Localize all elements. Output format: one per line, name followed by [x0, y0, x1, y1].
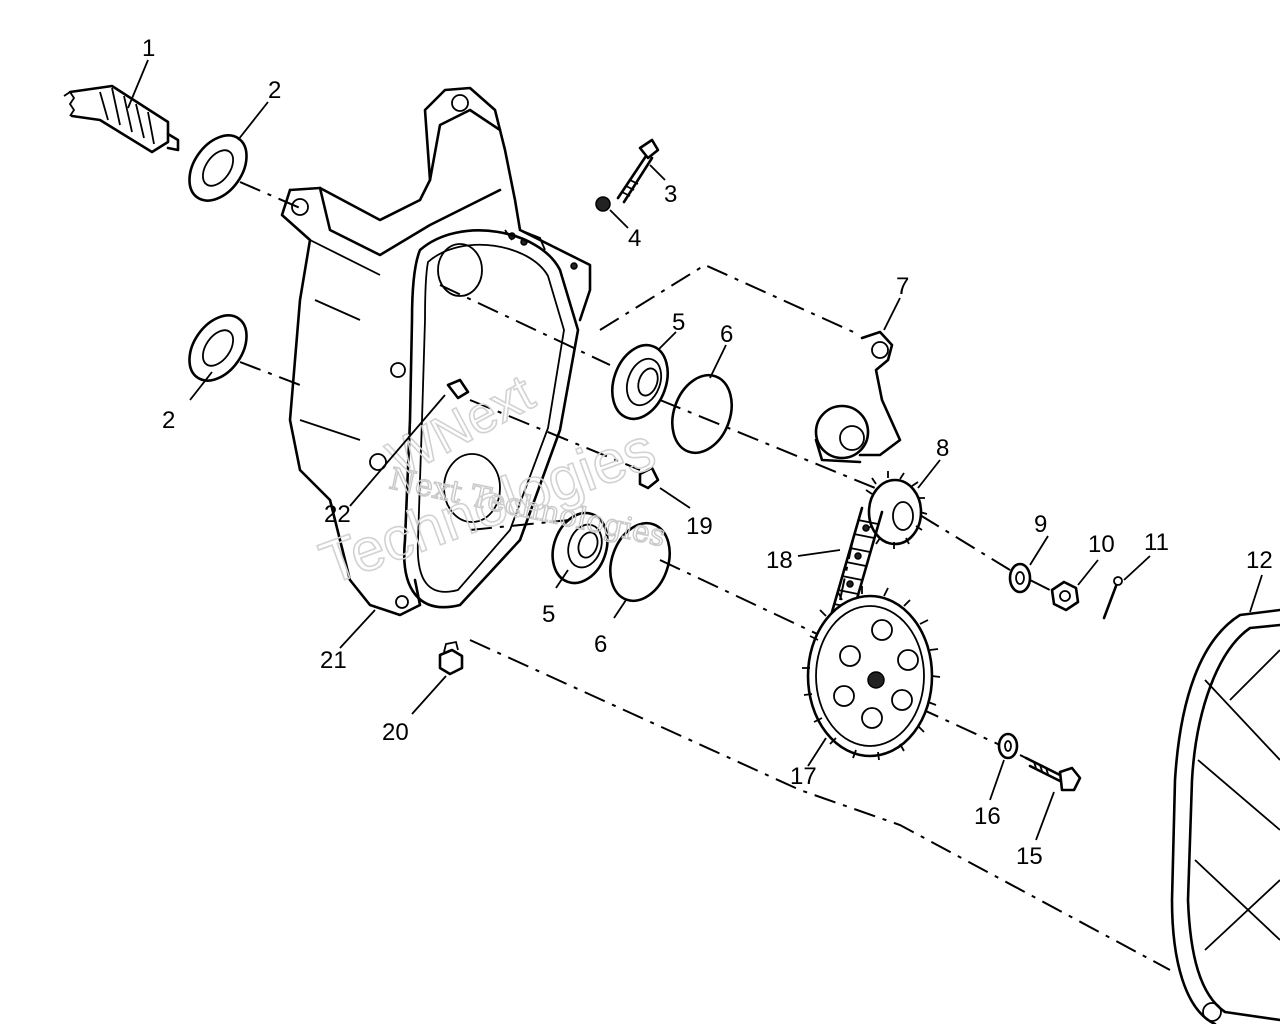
- snap-ring-upper: [671, 373, 733, 455]
- callout-labels: 1 2 2 3 4 5 5 6 6 7 8 9 10 11 12 15 16 1…: [142, 35, 1273, 870]
- callout-2-lower: 2: [162, 407, 175, 434]
- callout-2-upper: 2: [268, 77, 281, 104]
- callout-6-lower: 6: [594, 631, 607, 658]
- chaincase-housing: [280, 86, 592, 617]
- callout-5-lower: 5: [542, 601, 555, 628]
- callout-22: 22: [324, 501, 351, 528]
- plug-19: [638, 466, 660, 490]
- washer-upper: [1008, 562, 1032, 594]
- callout-12: 12: [1246, 547, 1273, 574]
- callout-21: 21: [320, 647, 347, 674]
- callout-18: 18: [766, 547, 793, 574]
- callout-16: 16: [974, 803, 1001, 830]
- adjuster-bolt: [616, 138, 660, 204]
- lower-sprocket: [802, 586, 941, 761]
- callout-1: 1: [142, 35, 155, 62]
- bearing-upper: [611, 343, 669, 421]
- hex-nut: [1050, 580, 1080, 612]
- callout-8: 8: [936, 435, 949, 462]
- callout-7: 7: [896, 273, 909, 300]
- cover-bolt: [1024, 756, 1082, 792]
- callout-11: 11: [1144, 529, 1169, 556]
- snap-ring-lower: [609, 521, 671, 603]
- upper-sprocket: [865, 471, 928, 549]
- leader-lines: [127, 59, 1263, 841]
- drain-plug-20: [438, 640, 464, 676]
- callout-17: 17: [790, 763, 817, 790]
- splined-shaft-part: [63, 84, 180, 154]
- callout-4: 4: [628, 225, 641, 252]
- washer-lower: [997, 732, 1019, 760]
- callout-10: 10: [1088, 531, 1115, 558]
- assembly-axis-lines: [239, 181, 1171, 971]
- bearing-lower: [551, 511, 609, 585]
- callout-5-upper: 5: [672, 309, 685, 336]
- oil-seal-lower: [188, 314, 248, 382]
- jam-nut: [595, 196, 611, 212]
- callout-3: 3: [664, 181, 677, 208]
- tensioner-arm: [814, 330, 902, 464]
- cotter-pin: [1102, 576, 1123, 620]
- oil-seal-upper: [188, 134, 248, 202]
- callout-15: 15: [1016, 843, 1043, 870]
- callout-20: 20: [382, 719, 409, 746]
- callout-9: 9: [1034, 511, 1047, 538]
- chaincase-gasket: [402, 229, 580, 609]
- callout-19: 19: [686, 513, 713, 540]
- callout-6-upper: 6: [720, 321, 733, 348]
- dowel-22: [446, 378, 470, 400]
- chaincase-cover: [1170, 608, 1280, 1024]
